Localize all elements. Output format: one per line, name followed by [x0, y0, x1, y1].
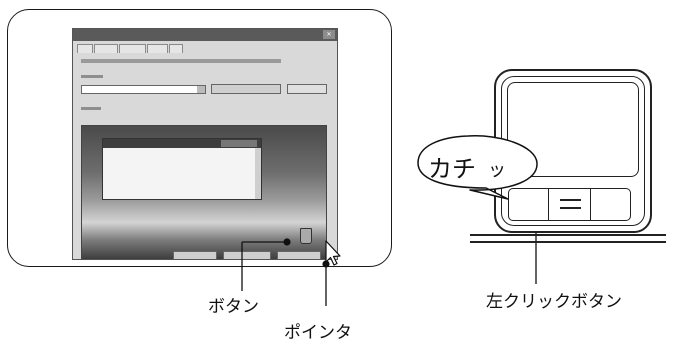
- tab-settings[interactable]: [168, 44, 184, 53]
- save-as-button[interactable]: [211, 84, 281, 94]
- preview-window-controls: [221, 140, 257, 147]
- dialog-title-bar: [73, 29, 337, 41]
- chevron-down-icon[interactable]: [197, 86, 205, 93]
- pointer-dot: [322, 260, 330, 268]
- dialog-description: [81, 59, 281, 63]
- apply-button[interactable]: [277, 251, 321, 259]
- tab-theme[interactable]: [77, 44, 93, 53]
- button-dot: [283, 238, 291, 246]
- tab-screensaver[interactable]: [118, 44, 146, 53]
- theme-label: [81, 75, 103, 78]
- theme-select[interactable]: [81, 85, 206, 94]
- scroll-line-bottom: [560, 207, 581, 209]
- bubble-main-text: カチ: [428, 155, 476, 183]
- preview-scrollbar: [255, 148, 261, 199]
- theme-preview: [81, 125, 327, 259]
- left-click-button-label: 左クリックボタン: [486, 292, 622, 312]
- bubble-small-text: ッ: [488, 160, 506, 181]
- recycle-bin-icon: [300, 228, 312, 244]
- preview-window-titlebar: [103, 139, 261, 148]
- laptop-edge-line-2: [470, 241, 666, 243]
- display-properties-dialog: ✕: [72, 28, 338, 260]
- screenshot-frame: ✕: [7, 9, 392, 267]
- ok-button[interactable]: [173, 251, 217, 259]
- tab-appearance[interactable]: [146, 44, 168, 53]
- mouse-pointer-icon: [325, 240, 341, 266]
- touchpad-right-divider: [590, 188, 591, 221]
- touchpad-left-button: [508, 188, 549, 221]
- touchpad-surface: [507, 82, 639, 177]
- laptop-edge-line-1: [470, 234, 666, 236]
- cancel-button[interactable]: [223, 251, 271, 259]
- scroll-line-top: [560, 199, 581, 201]
- pointer-label: ポインタ: [284, 323, 352, 343]
- delete-button[interactable]: [287, 84, 327, 94]
- speech-bubble-outline: [417, 135, 538, 200]
- tab-desktop[interactable]: [93, 44, 118, 53]
- touchpad-buttons: [508, 188, 631, 221]
- dialog-button-row: [173, 251, 333, 259]
- button-label: ボタン: [208, 297, 259, 317]
- touchpad-scroll-button: [550, 188, 590, 221]
- dialog-tabs: [77, 44, 184, 53]
- close-icon[interactable]: ✕: [323, 30, 335, 39]
- sample-label: [81, 107, 101, 110]
- preview-window: [102, 138, 262, 200]
